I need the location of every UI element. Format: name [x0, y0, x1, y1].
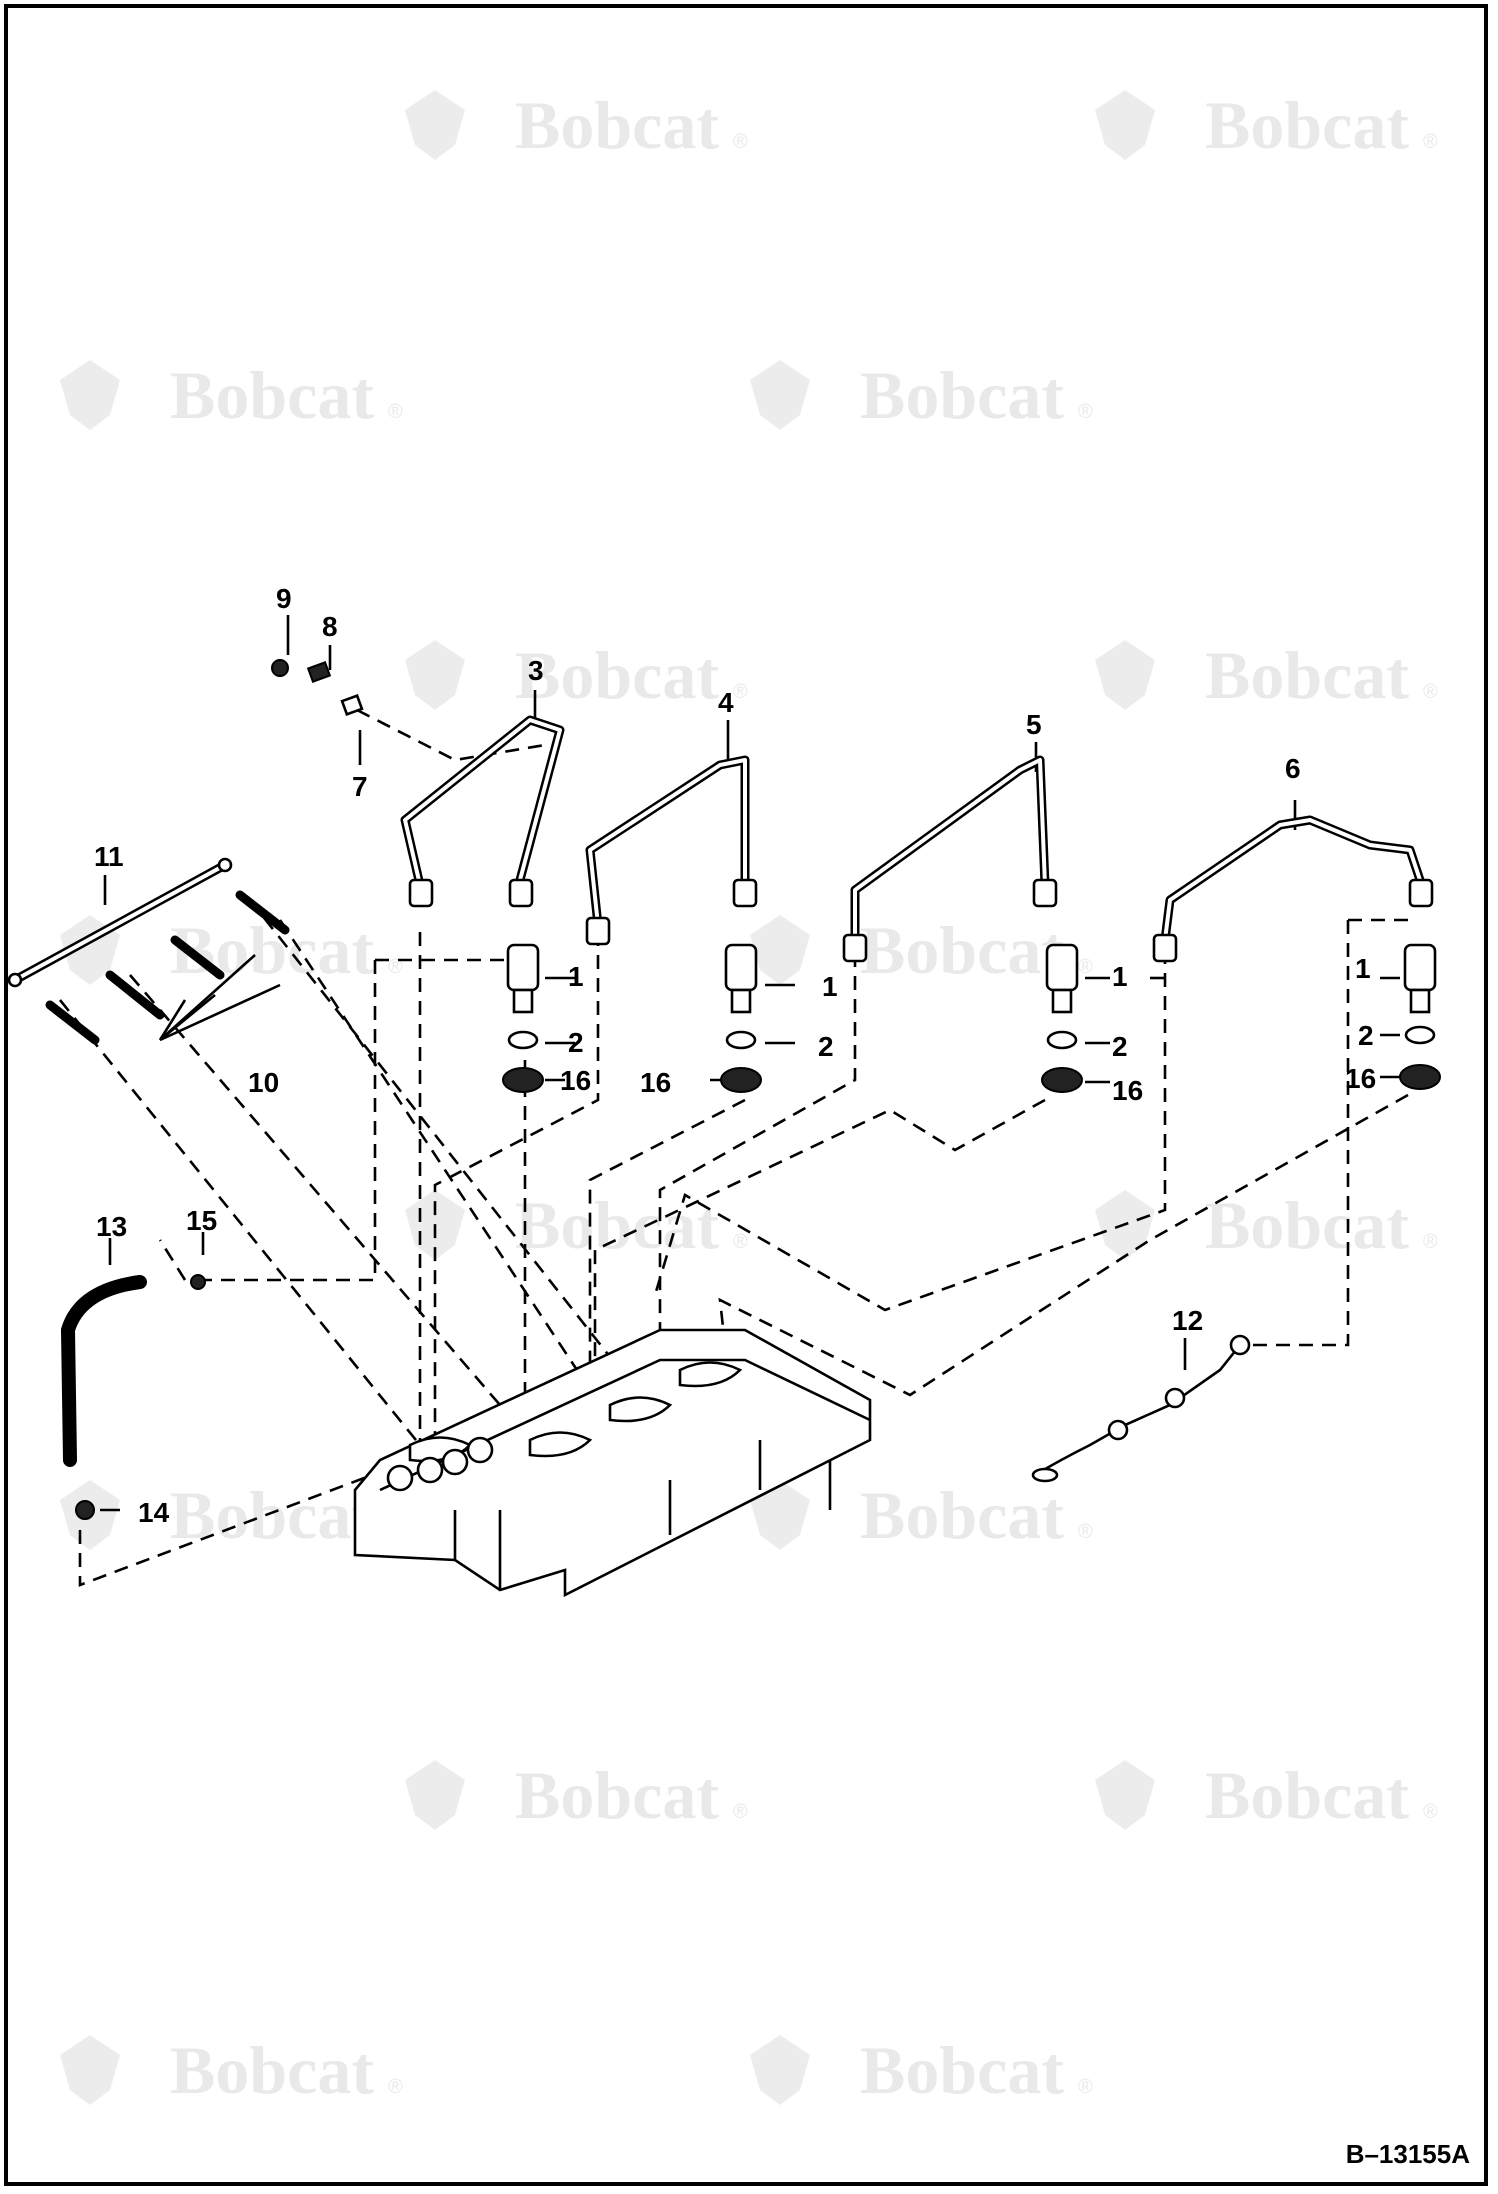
callout-15: 15	[186, 1205, 217, 1236]
watermark: Bobcat ®	[750, 912, 1093, 988]
watermark: Bobcat ®	[405, 637, 748, 713]
svg-text:®: ®	[1078, 2076, 1093, 2098]
callout-3: 3	[528, 655, 544, 686]
drawing-number: B–13155A	[1345, 2139, 1470, 2169]
callout-10: 10	[248, 1067, 279, 1098]
watermark-text: Bobcat	[1205, 87, 1409, 163]
svg-text:®: ®	[1423, 1801, 1438, 1823]
watermark: Bobcat ®	[1095, 87, 1438, 163]
callout-14: 14	[138, 1497, 170, 1528]
watermark: Bobcat ®	[405, 87, 748, 163]
callout-9: 9	[276, 583, 292, 614]
watermark: Bobcat ®	[750, 357, 1093, 433]
watermark-text: Bobcat	[515, 637, 719, 713]
svg-text:®: ®	[1078, 401, 1093, 423]
watermark: Bobcat ®	[60, 357, 403, 433]
watermark-text: Bobcat	[170, 357, 374, 433]
watermark-text: Bobcat	[860, 357, 1064, 433]
engine-block	[353, 1328, 872, 1598]
line-nuts	[408, 878, 1434, 963]
watermark-text: Bobcat	[1205, 1757, 1409, 1833]
watermark: Bobcat ®	[1095, 1187, 1438, 1263]
injector-1	[502, 943, 544, 1093]
svg-text:®: ®	[733, 131, 748, 153]
callout-2: 2	[1112, 1031, 1128, 1062]
leader-lines	[100, 615, 1400, 1512]
svg-text:®: ®	[1423, 681, 1438, 703]
watermark-text: Bobcat	[515, 1187, 719, 1263]
callout-6: 6	[1285, 753, 1301, 784]
watermark: Bobcat ®	[750, 1477, 1093, 1553]
svg-text:®: ®	[1078, 956, 1093, 978]
callouts: 9 8 7 3 4 5 6 11 10 1 2 16 1 2 16 1 2 16…	[94, 583, 1376, 1528]
svg-text:®: ®	[733, 1801, 748, 1823]
callout-2: 2	[568, 1027, 584, 1058]
svg-text:®: ®	[1423, 131, 1438, 153]
watermark-text: Bobcat	[860, 912, 1064, 988]
callout-8: 8	[322, 611, 338, 642]
watermark-text: Bobcat	[515, 87, 719, 163]
callout-13: 13	[96, 1211, 127, 1242]
glow-plugs	[45, 890, 290, 1045]
callout-11: 11	[94, 841, 124, 872]
svg-text:®: ®	[733, 681, 748, 703]
watermark-text: Bobcat	[170, 2032, 374, 2108]
callout-16: 16	[640, 1067, 671, 1098]
callout-4: 4	[718, 687, 734, 718]
callout-16: 16	[1345, 1063, 1376, 1094]
injector-2	[720, 943, 762, 1093]
drawing-frame	[4, 4, 1488, 2186]
callout-5: 5	[1026, 709, 1042, 740]
svg-text:®: ®	[388, 2076, 403, 2098]
callout-1: 1	[1355, 953, 1371, 984]
injector-4	[1399, 943, 1441, 1090]
bracket-parts	[271, 659, 364, 716]
watermark-layer: Bobcat ® Bobcat ® Bobcat ® Bobcat ® Bobc…	[60, 87, 1438, 2108]
callout-16: 16	[560, 1065, 591, 1096]
watermark: Bobcat ®	[60, 1477, 403, 1553]
svg-text:®: ®	[1078, 1521, 1093, 1543]
glow-plug-busbar	[7, 857, 233, 988]
watermark: Bobcat ®	[1095, 637, 1438, 713]
watermark-text: Bobcat	[1205, 1187, 1409, 1263]
svg-text:®: ®	[1423, 1231, 1438, 1253]
svg-text:®: ®	[733, 1231, 748, 1253]
callout-1: 1	[568, 961, 584, 992]
callout-1: 1	[822, 971, 838, 1002]
callout-2: 2	[818, 1031, 834, 1062]
svg-text:®: ®	[388, 956, 403, 978]
callout-1: 1	[1112, 961, 1128, 992]
watermark-text: Bobcat	[1205, 637, 1409, 713]
leakoff-hose	[60, 1274, 206, 1520]
wire-harness	[1031, 1334, 1251, 1483]
watermark: Bobcat ®	[750, 2032, 1093, 2108]
watermark-text: Bobcat	[515, 1757, 719, 1833]
watermark-text: Bobcat	[860, 2032, 1064, 2108]
callout-16: 16	[1112, 1075, 1143, 1106]
callout-7: 7	[352, 771, 368, 802]
watermark: Bobcat ®	[60, 2032, 403, 2108]
watermark-text: Bobcat	[860, 1477, 1064, 1553]
watermark-text: Bobcat	[170, 1477, 374, 1553]
callout-12: 12	[1172, 1305, 1203, 1336]
injection-lines	[400, 715, 1425, 945]
watermark: Bobcat ®	[405, 1187, 748, 1263]
injector-3	[1041, 943, 1083, 1093]
callout-2: 2	[1358, 1020, 1374, 1051]
watermark: Bobcat ®	[405, 1757, 748, 1833]
svg-text:®: ®	[388, 401, 403, 423]
watermark: Bobcat ®	[1095, 1757, 1438, 1833]
